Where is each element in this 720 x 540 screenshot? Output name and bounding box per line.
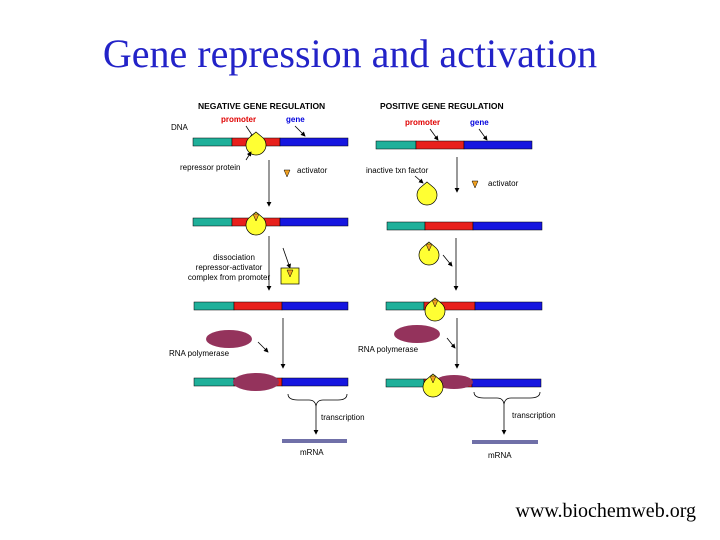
neg-dissociation-pointer [282, 247, 291, 269]
neg-gene-label: gene [286, 115, 305, 124]
neg-repressor-pointer [245, 151, 252, 161]
negative-regulation-panel: NEGATIVE GENE REGULATION promoter gene D… [169, 101, 365, 457]
pos-factor-activator-complex [418, 241, 440, 266]
pos-promoter-label: promoter [405, 118, 440, 127]
positive-header: POSITIVE GENE REGULATION [380, 101, 504, 111]
neg-mrna-strand [282, 439, 347, 443]
pos-activator-icon [471, 180, 479, 189]
pos-rna-polymerase-label: RNA polymerase [358, 345, 419, 354]
neg-polymerase-pointer [257, 341, 269, 353]
pos-dna-strand-3 [385, 301, 543, 311]
neg-activator-label: activator [297, 166, 328, 175]
pos-transcription-label: transcription [512, 411, 556, 420]
pos-mrna-strand [472, 440, 538, 444]
pos-inactive-factor-label: inactive txn factor [366, 166, 429, 175]
pos-polymerase-pointer [446, 337, 456, 349]
neg-gene-pointer [294, 125, 306, 137]
neg-promoter-label: promoter [221, 115, 256, 124]
neg-dissociation-line-1: dissociation [213, 253, 255, 262]
pos-factor-pointer [414, 175, 424, 184]
pos-rna-polymerase [394, 325, 440, 343]
pos-dna-strand-1 [375, 140, 533, 150]
pos-mrna-label: mRNA [488, 451, 512, 460]
neg-rna-polymerase [206, 330, 252, 348]
neg-dissociation-line-2: repressor-activator [196, 263, 263, 272]
pos-transcription-brace [473, 391, 541, 405]
pos-bound-polymerase [435, 375, 473, 389]
neg-repressor-activator-complex [245, 211, 267, 236]
neg-dna-strand-2 [192, 217, 349, 227]
pos-complex-pointer [442, 254, 453, 267]
neg-dna-label: DNA [171, 123, 189, 132]
neg-bound-polymerase [233, 373, 279, 391]
slide-title: Gene repression and activation [102, 31, 598, 76]
pos-activator-label: activator [488, 179, 519, 188]
neg-bound-activator [252, 213, 260, 222]
pos-active-txn-factor [422, 373, 444, 398]
neg-dissociation-line-3: complex from promoter [188, 273, 271, 282]
pos-gene-pointer [478, 128, 488, 141]
neg-mrna-label: mRNA [300, 448, 324, 457]
neg-transcription-label: transcription [321, 413, 365, 422]
neg-dissociated-activator [286, 269, 294, 278]
pos-promoter-pointer [429, 128, 439, 141]
neg-dna-strand-1 [192, 137, 349, 147]
pos-bound-txn-factor [424, 297, 446, 322]
neg-transcription-brace [287, 393, 348, 407]
pos-inactive-txn-factor [416, 181, 438, 206]
neg-dna-strand-3 [193, 301, 349, 311]
pos-dna-strand-2 [386, 221, 543, 231]
neg-activator-icon [283, 169, 291, 178]
pos-gene-label: gene [470, 118, 489, 127]
footer-url: www.biochemweb.org [515, 500, 696, 522]
positive-regulation-panel: POSITIVE GENE REGULATION promoter gene i… [358, 101, 556, 460]
neg-rna-polymerase-label: RNA polymerase [169, 349, 230, 358]
pos-bound-activator [431, 299, 439, 308]
pos-complex-activator [425, 243, 433, 252]
neg-repressor-protein [245, 131, 267, 156]
pos-active-activator [429, 375, 437, 384]
negative-header: NEGATIVE GENE REGULATION [198, 101, 325, 111]
neg-repressor-label: repressor protein [180, 163, 240, 172]
